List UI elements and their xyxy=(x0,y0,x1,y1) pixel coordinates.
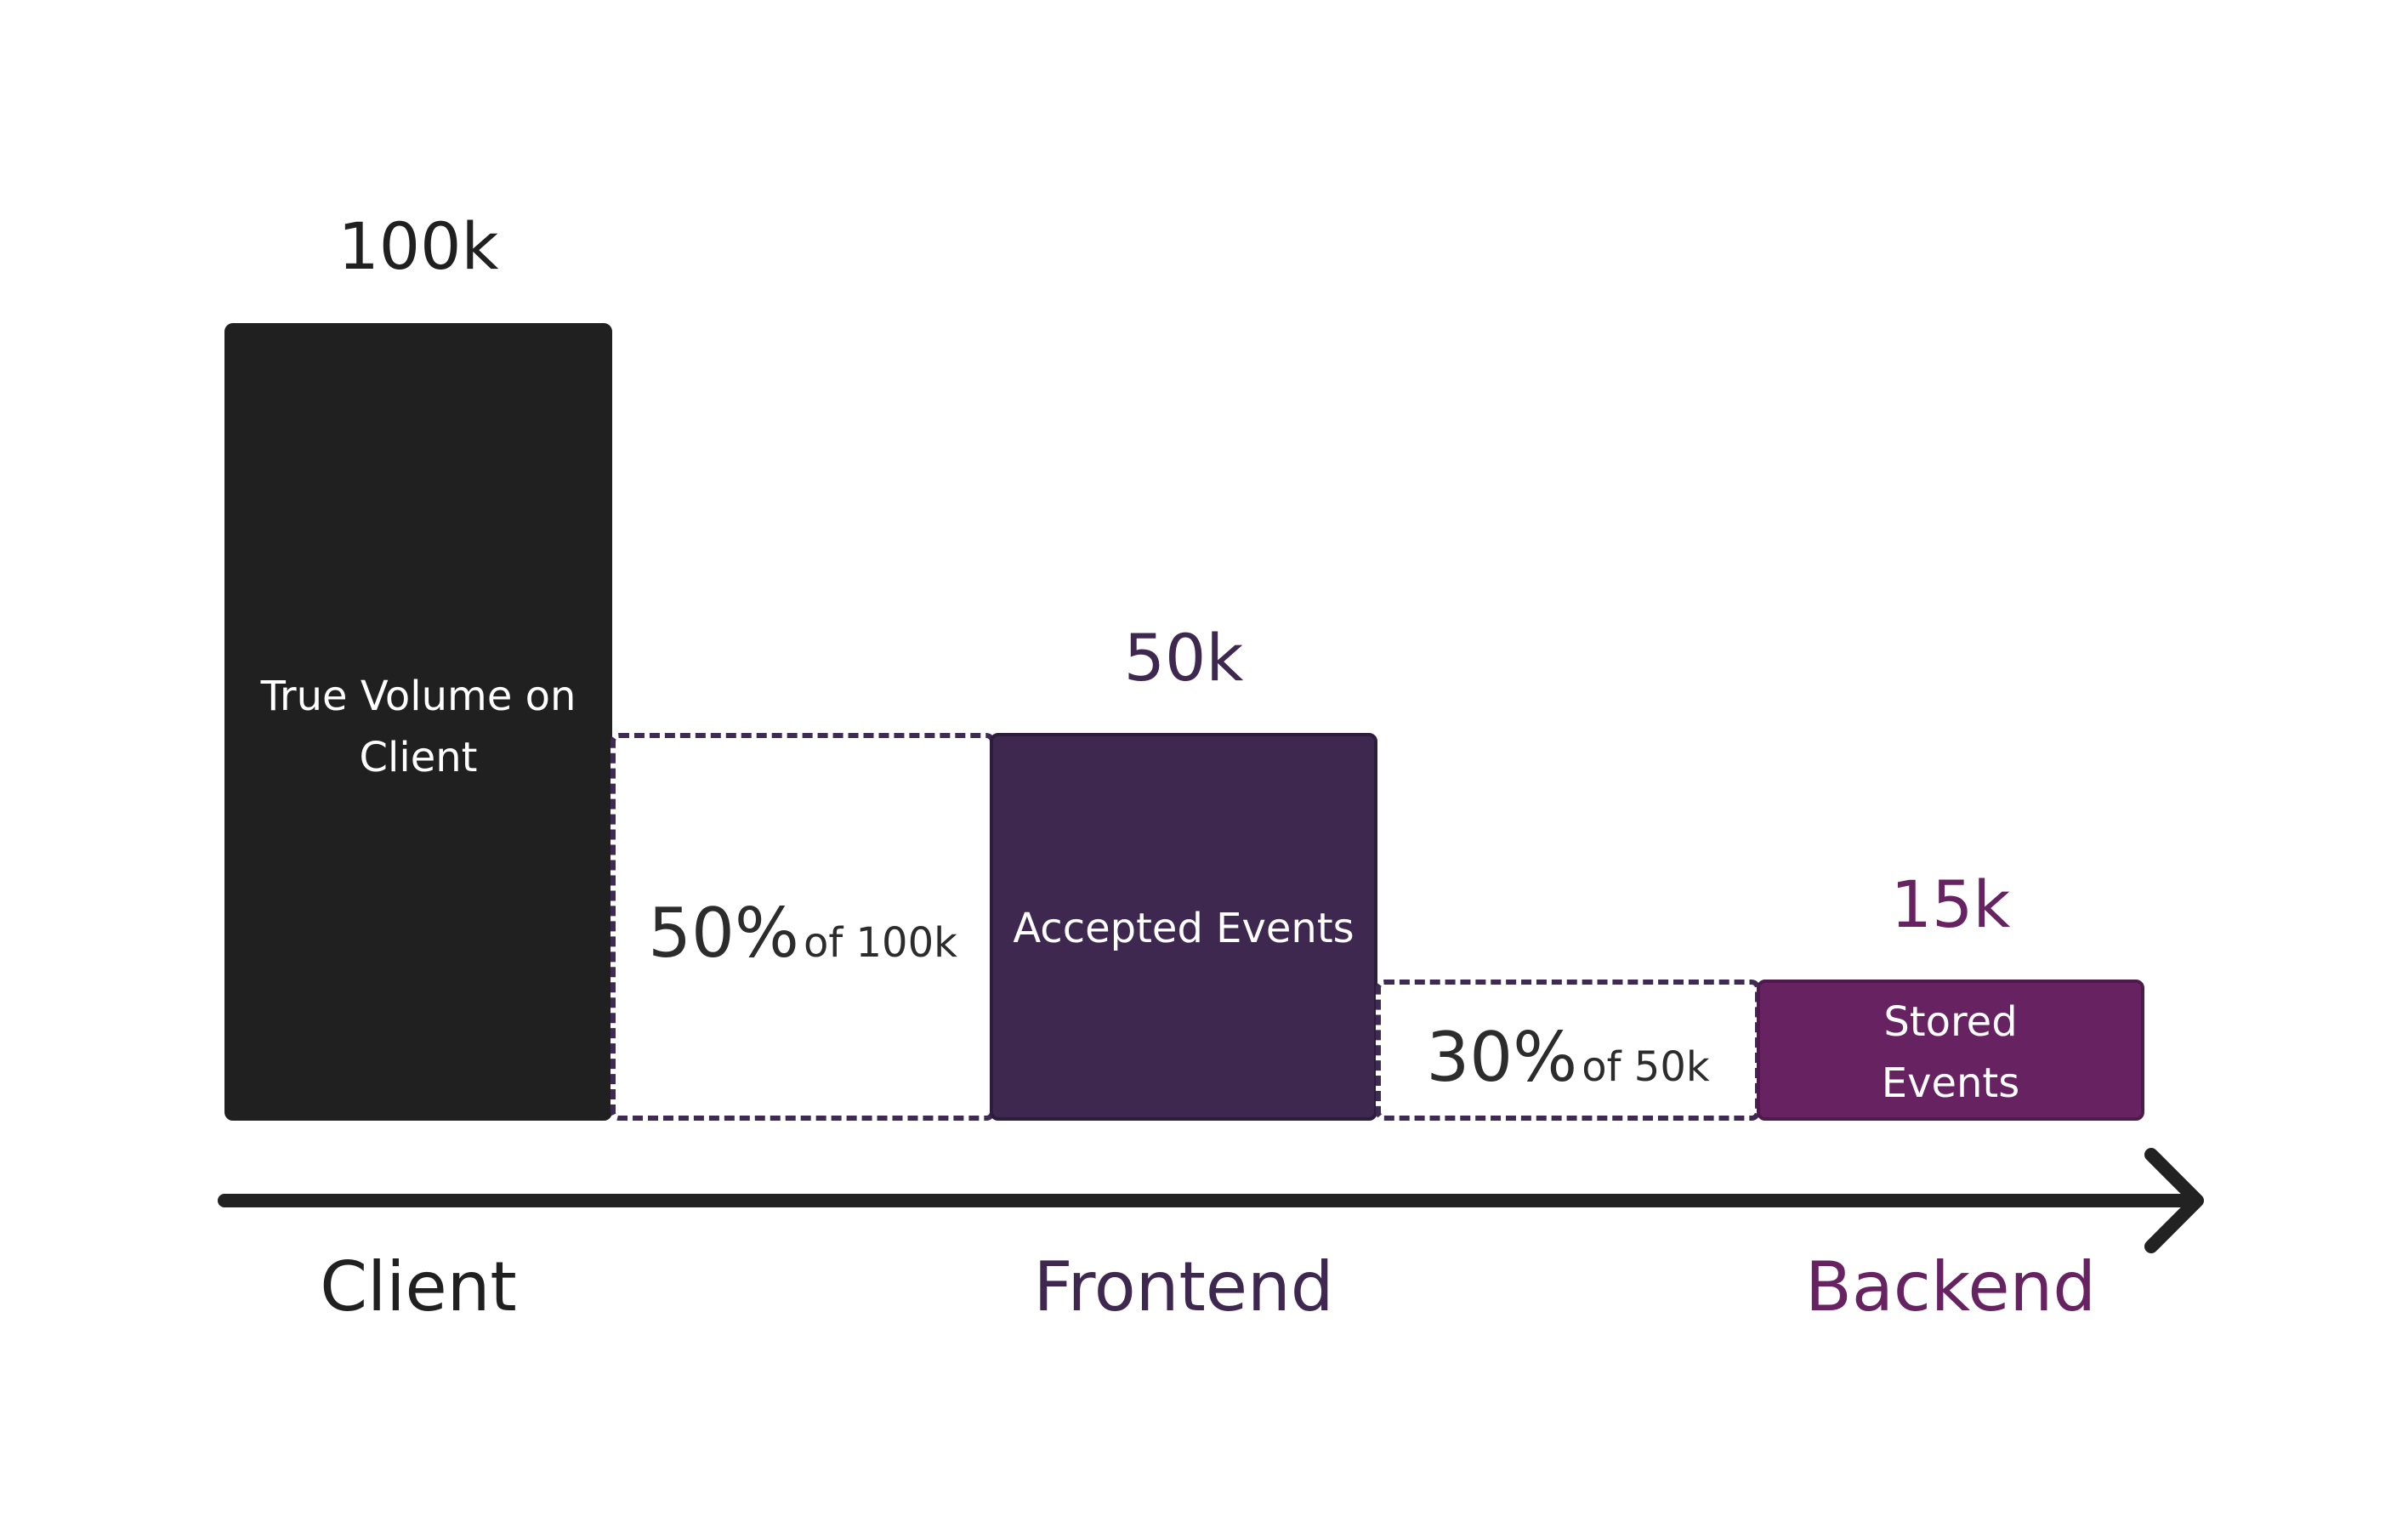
reduction-of-second: of 50k xyxy=(1582,1043,1710,1091)
reduction-percent-second: 30% xyxy=(1426,1018,1578,1097)
frontend-bar: Accepted Events xyxy=(990,733,1377,1121)
frontend-value: 50k xyxy=(1123,620,1244,696)
client-bar-label-line2: Client xyxy=(359,734,478,781)
client-value: 100k xyxy=(338,208,499,284)
reduction-box-second xyxy=(1376,980,1760,1121)
stage-label-frontend: Frontend xyxy=(1033,1247,1334,1326)
backend-bar-label-line1: Stored xyxy=(1883,998,2018,1046)
backend-value: 15k xyxy=(1890,866,2011,942)
reduction-box-first xyxy=(611,733,995,1121)
stage-label-client: Client xyxy=(320,1247,517,1326)
frontend-bar-label: Accepted Events xyxy=(1013,905,1354,952)
reduction-of-first: of 100k xyxy=(803,919,957,967)
reduction-percent-first: 50% xyxy=(648,894,799,973)
backend-bar: Stored Events xyxy=(1757,980,2144,1121)
client-bar-label-line1: True Volume on xyxy=(260,673,576,720)
stage-label-backend: Backend xyxy=(1804,1247,2097,1326)
reduction-label-first: 50% of 100k xyxy=(611,900,995,968)
reduction-label-second: 30% of 50k xyxy=(1376,1024,1760,1092)
client-bar: True Volume on Client xyxy=(224,323,612,1121)
backend-bar-label-line2: Events xyxy=(1881,1059,2020,1107)
